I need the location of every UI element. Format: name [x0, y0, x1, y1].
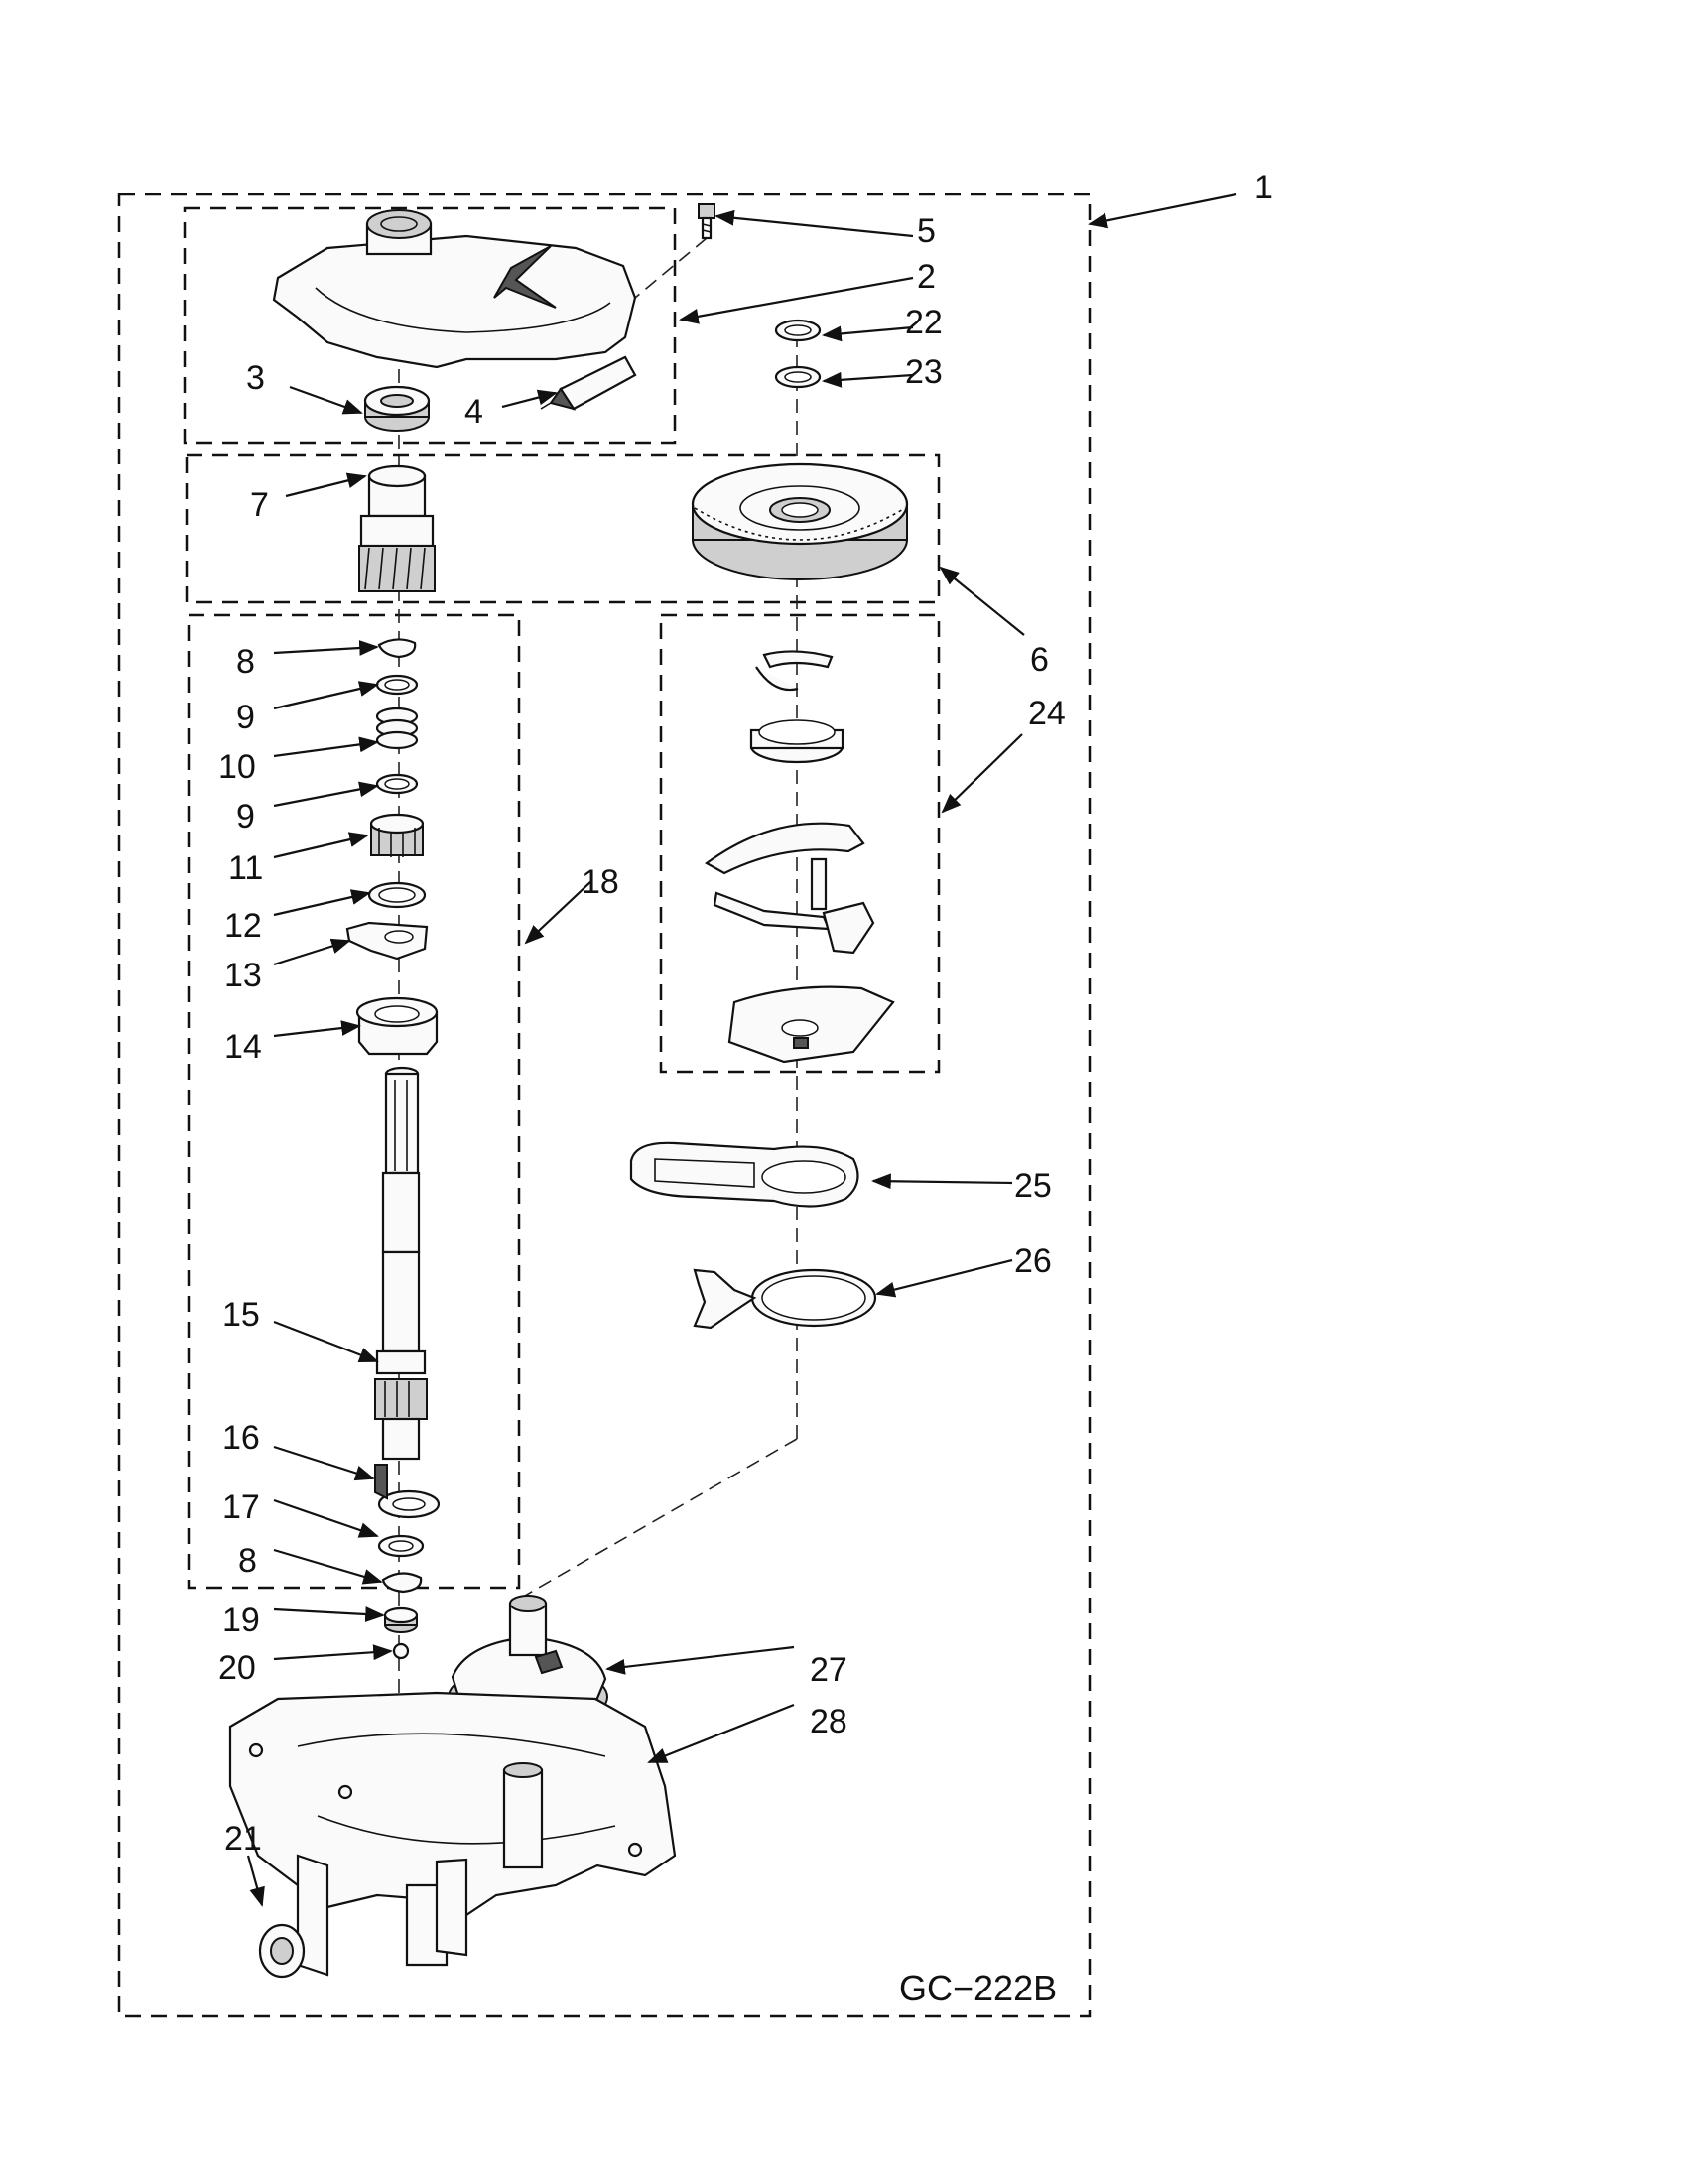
callout-27: 27: [810, 1651, 847, 1689]
washer-23: [774, 365, 822, 389]
assembly-outline-box: [117, 193, 1092, 2018]
callout-labels: 1 2 3 4 5 6 7 8 8 9 9 10 11 12 13 14 15 …: [218, 169, 1273, 2008]
cover-screw: [698, 203, 715, 240]
clutch-assembly: [704, 650, 895, 1064]
washer-9-top: [375, 674, 419, 696]
clutch-kit-box: [659, 613, 941, 1074]
washer-12: [367, 881, 427, 909]
callout-9-top: 9: [236, 699, 255, 736]
callout-11: 11: [228, 849, 263, 887]
callout-21: 21: [224, 1820, 262, 1858]
callout-20: 20: [218, 1649, 256, 1687]
callout-1: 1: [1254, 169, 1273, 206]
seal: [363, 385, 431, 432]
callout-19: 19: [222, 1602, 260, 1639]
callout-6: 6: [1030, 641, 1049, 679]
ball-20: [392, 1642, 410, 1660]
retaining-ring-8-top: [377, 638, 417, 659]
cover-screw-axis: [634, 237, 708, 299]
callout-24: 24: [1028, 695, 1066, 732]
callout-8-bottom: 8: [238, 1542, 257, 1580]
gearcase-cover: [272, 209, 637, 369]
cam-14: [355, 996, 439, 1056]
leader-lines: [246, 193, 1237, 1907]
callout-8-top: 8: [236, 643, 255, 681]
pinion-gear-11: [369, 813, 425, 857]
callout-2: 2: [917, 258, 936, 296]
cam-13: [345, 921, 429, 961]
seal-21: [258, 1923, 306, 1979]
diagram-code: GC−222B: [899, 1968, 1057, 2008]
callout-17: 17: [222, 1488, 260, 1526]
retaining-ring-22: [774, 319, 822, 342]
callout-9-bottom: 9: [236, 798, 255, 835]
callout-3: 3: [246, 359, 265, 397]
connector-axis-line: [517, 1438, 798, 1601]
callout-15: 15: [222, 1296, 260, 1334]
callout-12: 12: [224, 907, 262, 945]
callout-23: 23: [905, 353, 943, 391]
callout-16: 16: [222, 1419, 260, 1457]
gearcase-28: [228, 1691, 677, 1977]
thrust-washer-16: [374, 1464, 441, 1519]
cap-19: [383, 1606, 419, 1633]
clutch-plate: [629, 1141, 859, 1208]
gear-kit-box: [185, 453, 941, 604]
agitator-shaft-15: [374, 1066, 428, 1461]
callout-18: 18: [582, 863, 619, 901]
drive-pinion: [358, 464, 436, 592]
callout-10: 10: [218, 748, 256, 786]
retaining-ring-8-bottom: [381, 1572, 423, 1594]
sealant-tube: [540, 355, 637, 411]
fork-ring: [693, 1268, 877, 1330]
callout-25: 25: [1014, 1167, 1052, 1205]
cover-kit-box: [183, 206, 677, 445]
washer-17: [377, 1534, 425, 1558]
callout-14: 14: [224, 1028, 262, 1066]
spring-10: [375, 707, 419, 750]
washer-9-bottom: [375, 773, 419, 795]
callout-7: 7: [250, 486, 269, 524]
shaft-kit-box: [187, 613, 521, 1590]
large-drive-gear: [691, 462, 909, 580]
callout-13: 13: [224, 957, 262, 994]
callout-4: 4: [464, 393, 483, 431]
callout-28: 28: [810, 1703, 847, 1740]
callout-22: 22: [905, 304, 943, 341]
callout-26: 26: [1014, 1242, 1052, 1280]
callout-5: 5: [917, 212, 936, 250]
